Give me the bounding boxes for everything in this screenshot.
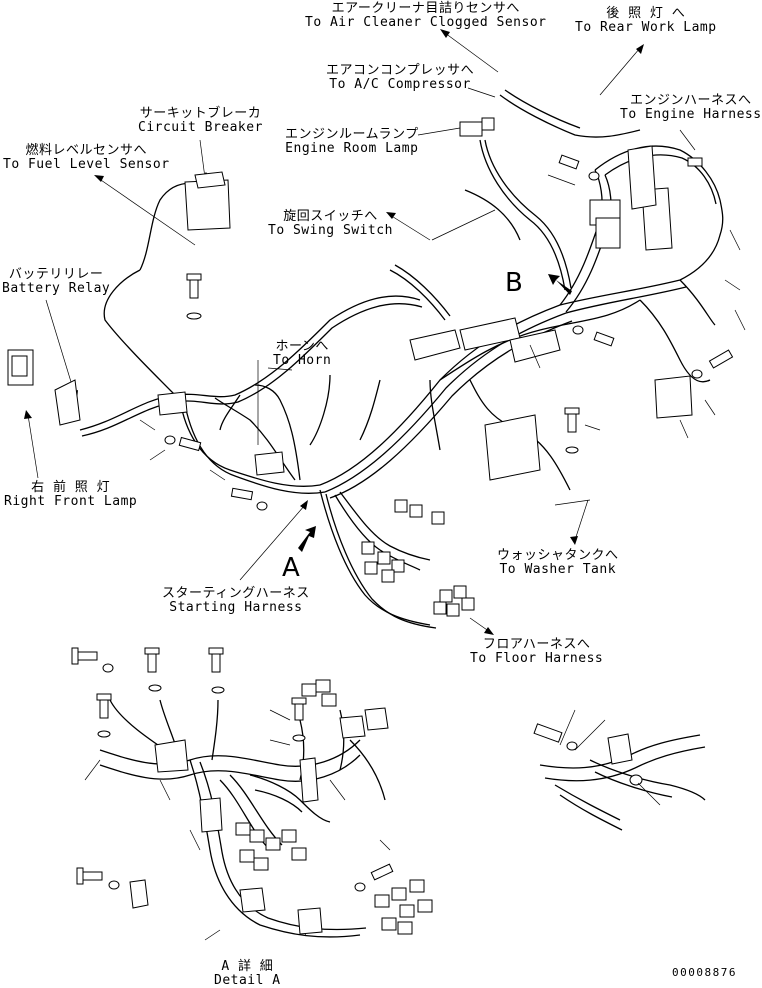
engine-room-lamp-jp: エンジンルームランプ [285, 127, 419, 142]
horn-en: To Horn [273, 353, 332, 368]
detail-a-en: Detail A [214, 973, 281, 988]
floor-harness-label: フロアハーネスへ To Floor Harness [470, 638, 603, 666]
rear-work-lamp-en: To Rear Work Lamp [575, 20, 717, 35]
engine-harness-label: エンジンハーネスへ To Engine Harness [620, 94, 762, 122]
right-front-lamp-label: 右 前 照 灯 Right Front Lamp [4, 481, 137, 509]
view-arrows [298, 274, 572, 552]
detail-b-drawing [533, 709, 706, 831]
air-cleaner-en: To Air Cleaner Clogged Sensor [305, 15, 547, 30]
horn-jp: ホーンへ [275, 339, 329, 354]
air-cleaner-jp: エアークリーナ目詰りセンサへ [331, 1, 520, 16]
right-front-lamp-en: Right Front Lamp [4, 494, 138, 509]
fuel-level-label: 燃料レベルセンサへ To Fuel Level Sensor [3, 144, 170, 172]
washer-tank-label: ウォッシャタンクへ To Washer Tank [497, 549, 619, 577]
washer-tank-en: To Washer Tank [499, 562, 617, 577]
rear-work-lamp-label: 後 照 灯 へ To Rear Work Lamp [575, 7, 717, 35]
air-cleaner-label: エアークリーナ目詰りセンサへ To Air Cleaner Clogged Se… [305, 2, 546, 30]
main-harness [79, 89, 724, 629]
engine-harness-en: To Engine Harness [620, 107, 762, 122]
ac-compressor-en: To A/C Compressor [329, 77, 471, 92]
detail-a-jp: A 詳 細 [221, 959, 274, 974]
washer-tank-jp: ウォッシャタンクへ [497, 548, 619, 563]
battery-relay-label: バッテリリレー Battery Relay [2, 268, 110, 296]
engine-room-lamp-label: エンジンルームランプ Engine Room Lamp [285, 128, 419, 156]
fasteners [164, 154, 734, 511]
right-front-lamp-jp: 右 前 照 灯 [31, 480, 111, 495]
engine-room-lamp-en: Engine Room Lamp [285, 141, 419, 156]
battery-relay-en: Battery Relay [2, 281, 111, 296]
circuit-breaker-en: Circuit Breaker [138, 120, 263, 135]
drawing-number: 00008876 [672, 966, 737, 979]
harness-tags [7, 117, 693, 617]
swing-switch-en: To Swing Switch [268, 223, 393, 238]
battery-relay-jp: バッテリリレー [8, 267, 104, 282]
view-marker-b: B [505, 268, 523, 298]
callout-ticks [84, 174, 746, 941]
horn-label: ホーンへ To Horn [273, 340, 331, 368]
fuel-level-en: To Fuel Level Sensor [3, 157, 170, 172]
starting-harness-en: Starting Harness [169, 600, 303, 615]
detail-a-label: A 詳 細 Detail A [214, 960, 281, 988]
circuit-breaker-jp: サーキットブレーカ [139, 106, 262, 121]
leader-lines [24, 29, 696, 937]
detail-a-drawing [71, 647, 433, 938]
circuit-breaker-label: サーキットブレーカ Circuit Breaker [138, 107, 263, 135]
swing-switch-jp: 旋回スイッチへ [283, 209, 378, 224]
ac-compressor-label: エアコンコンプレッサへ To A/C Compressor [326, 64, 474, 92]
engine-harness-jp: エンジンハーネスへ [630, 93, 752, 108]
floor-harness-en: To Floor Harness [470, 651, 604, 666]
rear-work-lamp-jp: 後 照 灯 へ [606, 6, 686, 21]
starting-harness-jp: スターティングハーネス [162, 586, 310, 601]
floor-harness-jp: フロアハーネスへ [482, 637, 591, 652]
fuel-level-jp: 燃料レベルセンサへ [25, 143, 148, 158]
ac-compressor-jp: エアコンコンプレッサへ [326, 63, 475, 78]
view-marker-a: A [282, 553, 300, 583]
swing-switch-label: 旋回スイッチへ To Swing Switch [268, 210, 393, 238]
starting-harness-label: スターティングハーネス Starting Harness [162, 587, 310, 615]
